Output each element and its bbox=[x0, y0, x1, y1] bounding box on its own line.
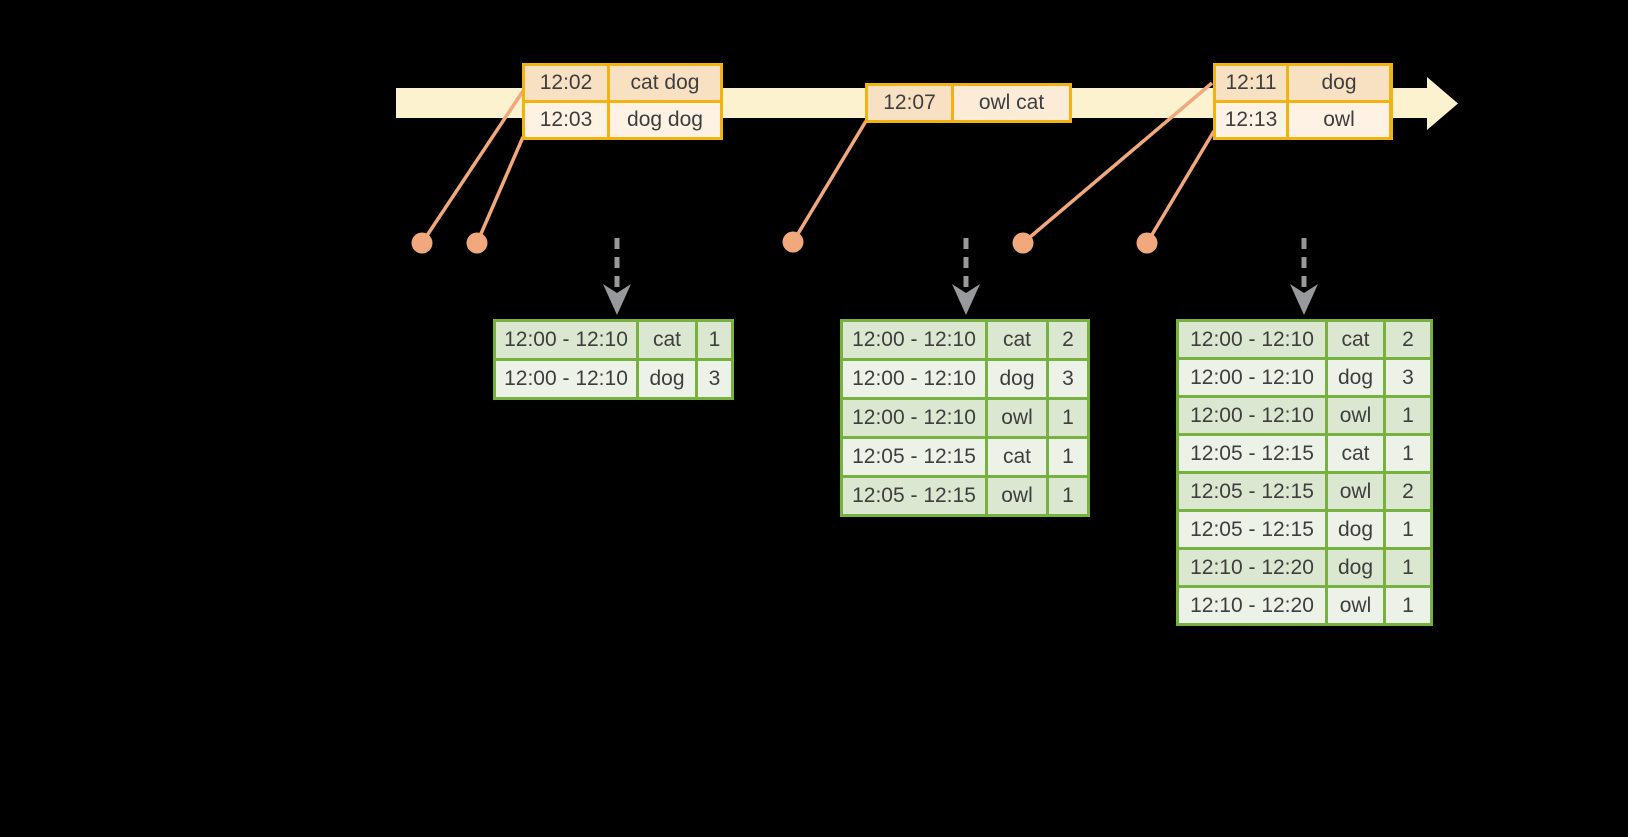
word-cell: dog bbox=[1328, 512, 1383, 547]
window-cell: 12:00 - 12:10 bbox=[496, 322, 636, 358]
event-words-cell: owl cat bbox=[954, 86, 1069, 120]
window-cell: 12:05 - 12:15 bbox=[1179, 436, 1325, 471]
window-cell: 12:00 - 12:10 bbox=[1179, 360, 1325, 395]
count-cell: 1 bbox=[1049, 439, 1087, 475]
event-time-cell: 12:07 bbox=[868, 86, 951, 120]
window-cell: 12:05 - 12:15 bbox=[843, 439, 985, 475]
word-cell: cat bbox=[988, 322, 1046, 358]
window-cell: 12:00 - 12:10 bbox=[843, 361, 985, 397]
window-cell: 12:05 - 12:15 bbox=[1179, 512, 1325, 547]
window-cell: 12:00 - 12:10 bbox=[496, 361, 636, 397]
count-cell: 2 bbox=[1386, 322, 1430, 357]
count-cell: 2 bbox=[1049, 322, 1087, 358]
word-cell: owl bbox=[1328, 588, 1383, 623]
connector-line bbox=[1145, 130, 1216, 244]
trigger-arrowhead-icon bbox=[952, 284, 980, 315]
word-cell: cat bbox=[1328, 436, 1383, 471]
event-words-cell: owl bbox=[1289, 103, 1389, 137]
count-cell: 3 bbox=[698, 361, 731, 397]
connector-line bbox=[420, 90, 525, 244]
count-cell: 1 bbox=[1386, 550, 1430, 585]
window-cell: 12:05 - 12:15 bbox=[1179, 474, 1325, 509]
event-time-cell: 12:13 bbox=[1216, 103, 1286, 137]
word-cell: cat bbox=[988, 439, 1046, 475]
event-words-cell: dog dog bbox=[610, 103, 720, 137]
window-cell: 12:05 - 12:15 bbox=[843, 478, 985, 514]
count-cell: 1 bbox=[1049, 400, 1087, 436]
event-marker-dot bbox=[782, 231, 804, 253]
word-cell: dog bbox=[1328, 550, 1383, 585]
timeline-arrowhead-icon bbox=[1427, 77, 1458, 130]
connector-line bbox=[791, 120, 868, 243]
word-cell: cat bbox=[1328, 322, 1383, 357]
event-words-cell: dog bbox=[1289, 66, 1389, 100]
event-time-cell: 12:03 bbox=[525, 103, 607, 137]
count-cell: 2 bbox=[1386, 474, 1430, 509]
word-cell: dog bbox=[639, 361, 695, 397]
window-cell: 12:00 - 12:10 bbox=[843, 400, 985, 436]
connector-line bbox=[475, 136, 525, 244]
event-marker-dot bbox=[1136, 232, 1158, 254]
event-time-cell: 12:11 bbox=[1216, 66, 1286, 100]
count-cell: 1 bbox=[1386, 398, 1430, 433]
window-cell: 12:10 - 12:20 bbox=[1179, 588, 1325, 623]
word-cell: owl bbox=[988, 478, 1046, 514]
count-cell: 1 bbox=[1049, 478, 1087, 514]
word-cell: owl bbox=[988, 400, 1046, 436]
window-cell: 12:00 - 12:10 bbox=[843, 322, 985, 358]
word-cell: cat bbox=[639, 322, 695, 358]
count-cell: 3 bbox=[1386, 360, 1430, 395]
count-cell: 3 bbox=[1049, 361, 1087, 397]
trigger-arrowhead-icon bbox=[603, 284, 631, 315]
connector-line bbox=[1021, 81, 1214, 245]
event-words-cell: cat dog bbox=[610, 66, 720, 100]
word-cell: dog bbox=[988, 361, 1046, 397]
count-cell: 1 bbox=[698, 322, 731, 358]
event-marker-dot bbox=[411, 232, 433, 254]
window-cell: 12:00 - 12:10 bbox=[1179, 398, 1325, 433]
window-cell: 12:00 - 12:10 bbox=[1179, 322, 1325, 357]
event-time-cell: 12:02 bbox=[525, 66, 607, 100]
event-marker-dot bbox=[466, 232, 488, 254]
word-cell: dog bbox=[1328, 360, 1383, 395]
word-cell: owl bbox=[1328, 474, 1383, 509]
trigger-arrowhead-icon bbox=[1290, 284, 1318, 315]
count-cell: 1 bbox=[1386, 436, 1430, 471]
count-cell: 1 bbox=[1386, 512, 1430, 547]
event-marker-dot bbox=[1012, 232, 1034, 254]
word-cell: owl bbox=[1328, 398, 1383, 433]
count-cell: 1 bbox=[1386, 588, 1430, 623]
window-cell: 12:10 - 12:20 bbox=[1179, 550, 1325, 585]
